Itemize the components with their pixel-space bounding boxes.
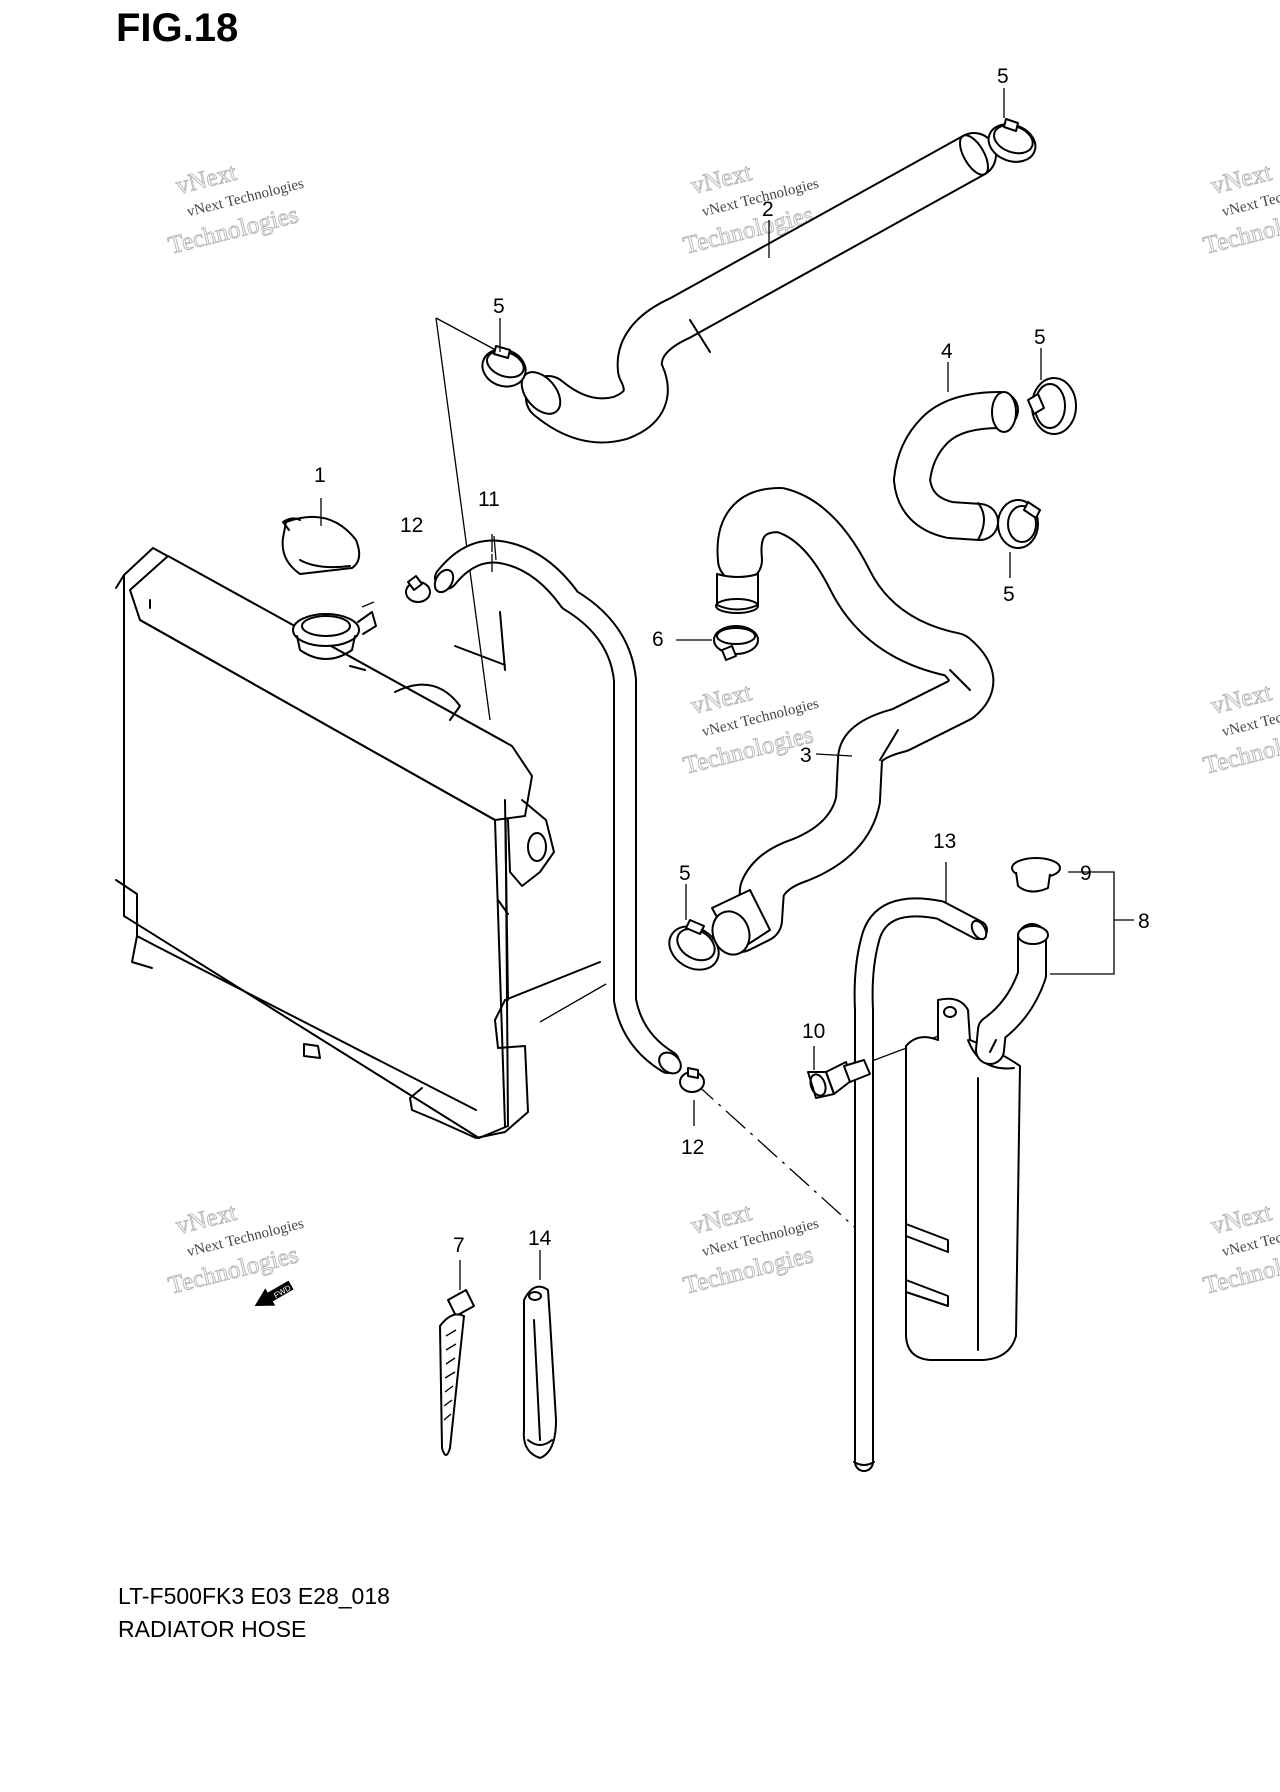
radiator xyxy=(115,547,601,1139)
clamp-5 xyxy=(1027,377,1077,435)
callout-leaders xyxy=(320,88,1134,1290)
fwd-orientation-arrow: FWD xyxy=(254,1280,294,1306)
callout-labels: 1 2 3 4 5 5 5 5 5 6 7 8 9 10 11 12 12 13… xyxy=(314,65,1150,1257)
callout-10: 10 xyxy=(802,1020,825,1043)
clamp-12 xyxy=(405,575,431,603)
watermark: vNext vNext Technologies Technologies xyxy=(165,1199,306,1301)
callout-7: 7 xyxy=(453,1234,465,1257)
callout-5: 5 xyxy=(679,862,691,885)
callout-12: 12 xyxy=(400,514,423,537)
callout-14: 14 xyxy=(528,1227,552,1250)
section-name: RADIATOR HOSE xyxy=(118,1616,307,1642)
clamp-5 xyxy=(997,499,1041,549)
callout-5: 5 xyxy=(997,65,1009,88)
rubber-strap xyxy=(522,1285,557,1459)
reservoir-tank xyxy=(905,923,1049,1361)
callout-5: 5 xyxy=(1034,326,1046,349)
hose-3 xyxy=(711,487,995,956)
callout-5: 5 xyxy=(1003,583,1015,606)
callout-2: 2 xyxy=(762,198,774,221)
clamp-5 xyxy=(987,118,1037,163)
watermark: vNext vNext Technologies Technologies xyxy=(1200,159,1280,261)
callout-11: 11 xyxy=(478,488,500,511)
tank-cap xyxy=(1011,857,1061,893)
watermark: vNext vNext Technologies Technologies xyxy=(1200,679,1280,781)
callout-4: 4 xyxy=(941,340,953,363)
clamp-5 xyxy=(481,345,527,388)
callout-8: 8 xyxy=(1138,910,1150,933)
hose-2 xyxy=(520,132,997,444)
callout-12: 12 xyxy=(681,1136,704,1159)
hose-4 xyxy=(893,391,1019,541)
callout-6: 6 xyxy=(652,628,664,651)
hose-13 xyxy=(853,897,988,1472)
diagram-footer: LT-F500FK3 E03 E28_018 RADIATOR HOSE xyxy=(118,1580,390,1646)
radiator-cap xyxy=(281,515,361,575)
hose-11 xyxy=(433,539,682,1075)
clamp-12 xyxy=(679,1067,705,1093)
cable-tie xyxy=(439,1289,475,1456)
callout-13: 13 xyxy=(933,830,956,853)
watermark: vNext vNext Technologies Technologies xyxy=(1200,1199,1280,1301)
callout-5: 5 xyxy=(493,295,505,318)
clamp-5 xyxy=(668,919,720,971)
clamp-6 xyxy=(713,625,759,661)
watermark: vNext vNext Technologies Technologies xyxy=(165,159,306,261)
callout-9: 9 xyxy=(1080,862,1092,885)
model-code: LT-F500FK3 E03 E28_018 xyxy=(118,1583,390,1609)
watermark: vNext vNext Technologies Technologies xyxy=(680,1199,821,1301)
figure-title: FIG.18 xyxy=(116,6,239,50)
callout-3: 3 xyxy=(800,744,812,767)
bolt xyxy=(807,1059,871,1099)
callout-1: 1 xyxy=(314,464,326,487)
